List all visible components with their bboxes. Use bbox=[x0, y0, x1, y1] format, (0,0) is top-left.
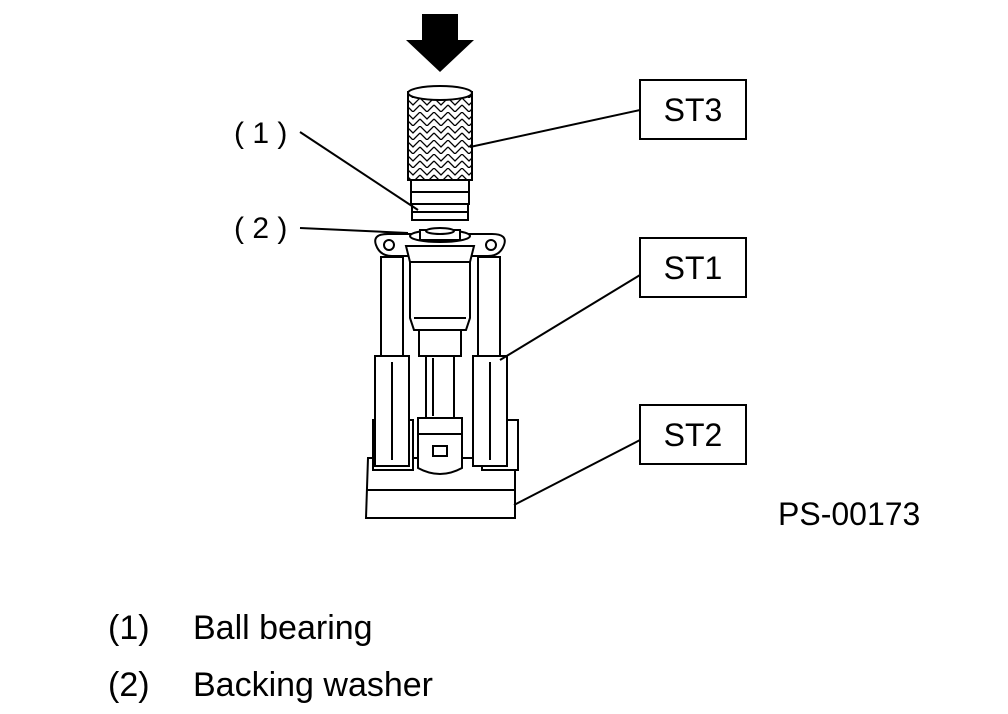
legend-label: Backing washer bbox=[193, 666, 434, 704]
figure-code: PS-00173 bbox=[778, 496, 921, 532]
callout-label-2: ( 2 ) bbox=[234, 212, 287, 245]
st1-callout-box bbox=[639, 237, 747, 298]
legend: (1) Ball bearing (2) Backing washer bbox=[108, 600, 433, 714]
st2-callout-box bbox=[639, 404, 747, 465]
ball-bearing bbox=[411, 203, 469, 221]
st3-callout-box bbox=[639, 79, 747, 140]
legend-number: (1) bbox=[108, 609, 150, 647]
callout-label-1: ( 1 ) bbox=[234, 117, 287, 150]
legend-item: (1) Ball bearing bbox=[108, 600, 433, 657]
backing-washer bbox=[409, 227, 471, 243]
legend-label: Ball bearing bbox=[193, 609, 373, 647]
st3-label: ST3 bbox=[664, 92, 723, 128]
st1-stand bbox=[374, 233, 508, 475]
st1-label: ST1 bbox=[664, 250, 723, 286]
st3-pusher bbox=[407, 85, 473, 205]
leader-lines bbox=[299, 109, 641, 506]
down-arrow-icon bbox=[406, 14, 474, 72]
st2-label: ST2 bbox=[664, 417, 723, 453]
legend-item: (2) Backing washer bbox=[108, 657, 433, 714]
legend-number: (2) bbox=[108, 666, 150, 704]
